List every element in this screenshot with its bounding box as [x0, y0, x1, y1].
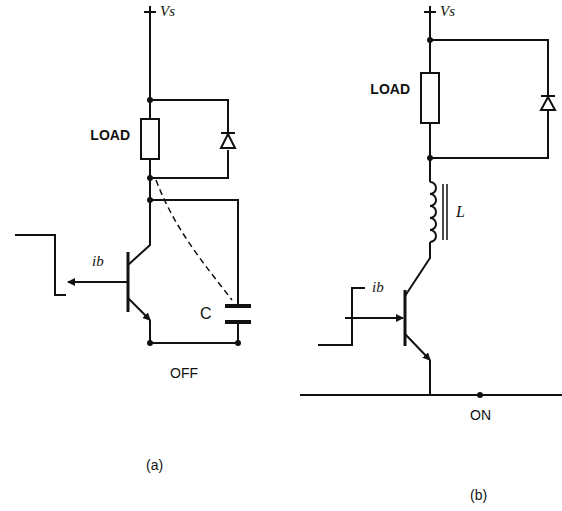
base-current: ib: [372, 280, 384, 295]
load-label: LOAD: [90, 128, 130, 142]
load-label: LOAD: [370, 82, 410, 96]
load-box: LOAD: [420, 72, 440, 124]
figure-label: (a): [146, 458, 163, 472]
inductor-label: L: [456, 204, 465, 220]
figure-label: (b): [470, 488, 487, 502]
capacitor-label: C: [200, 306, 212, 322]
supply-voltage: Vs: [440, 4, 455, 19]
state-label: ON: [470, 408, 491, 422]
state-label: OFF: [170, 366, 198, 380]
load-box: LOAD: [140, 118, 160, 160]
supply-voltage: Vs: [160, 4, 175, 19]
base-current: ib: [92, 254, 104, 269]
